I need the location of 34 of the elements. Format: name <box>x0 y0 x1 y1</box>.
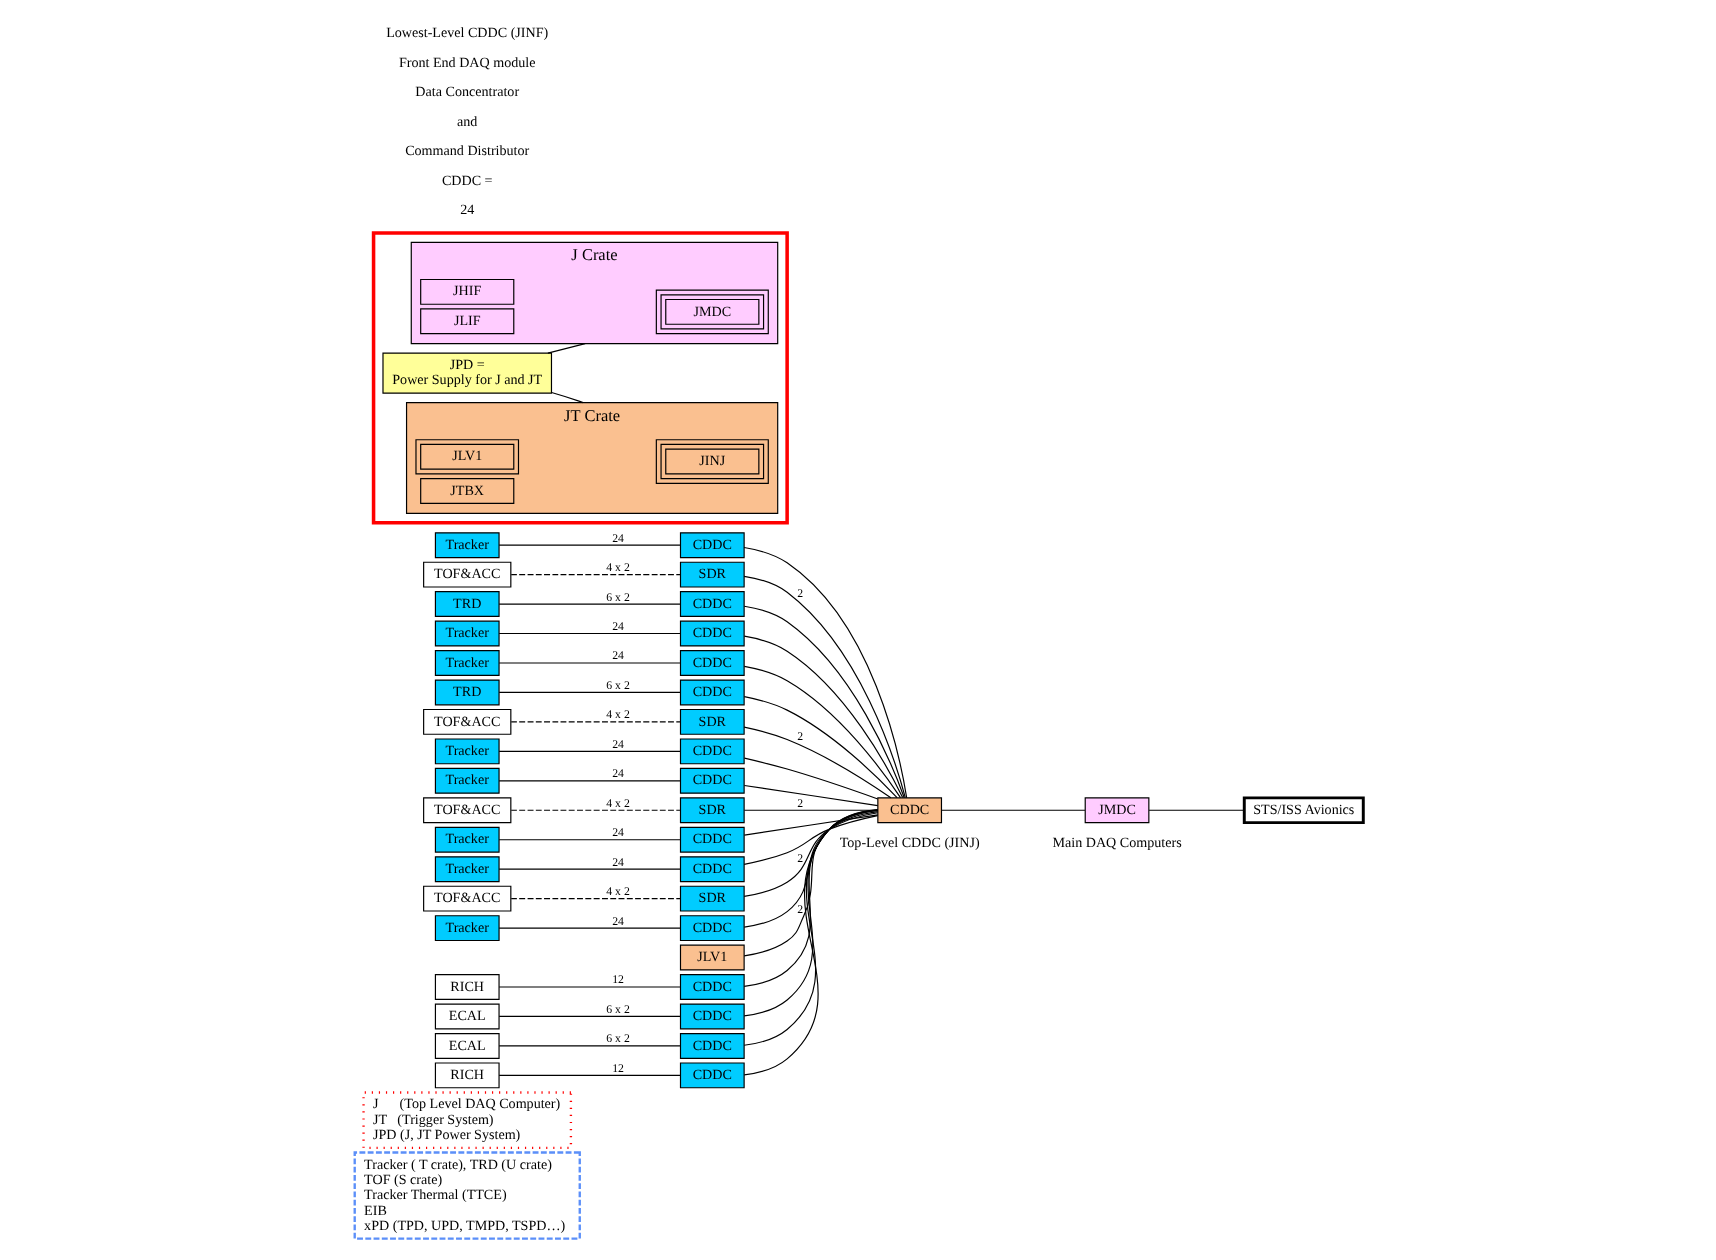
connector <box>497 927 680 929</box>
connector <box>550 391 583 404</box>
connector <box>497 662 680 664</box>
connector <box>742 696 897 799</box>
connector <box>497 691 680 694</box>
cluster <box>370 231 788 525</box>
connector <box>497 839 680 841</box>
connector <box>742 757 878 800</box>
connector <box>742 726 891 799</box>
connector <box>546 343 585 354</box>
connector <box>497 632 680 635</box>
connector <box>742 814 878 836</box>
connector <box>497 1074 680 1076</box>
connector <box>497 868 680 870</box>
connector <box>509 574 680 576</box>
connector <box>742 665 901 799</box>
connector <box>497 603 680 605</box>
connector <box>509 721 680 723</box>
connector <box>497 1015 680 1018</box>
connector <box>497 1045 680 1047</box>
connector <box>509 809 680 811</box>
connector <box>742 812 878 897</box>
connector <box>742 811 878 928</box>
connector <box>742 784 878 807</box>
connector <box>497 544 680 546</box>
connector <box>742 815 878 865</box>
connector <box>742 635 903 799</box>
connector <box>497 750 680 752</box>
connector <box>1147 809 1244 811</box>
connector <box>497 780 680 782</box>
connector <box>939 809 1085 811</box>
connector <box>497 986 680 988</box>
connector <box>742 809 878 957</box>
connector <box>509 898 680 900</box>
